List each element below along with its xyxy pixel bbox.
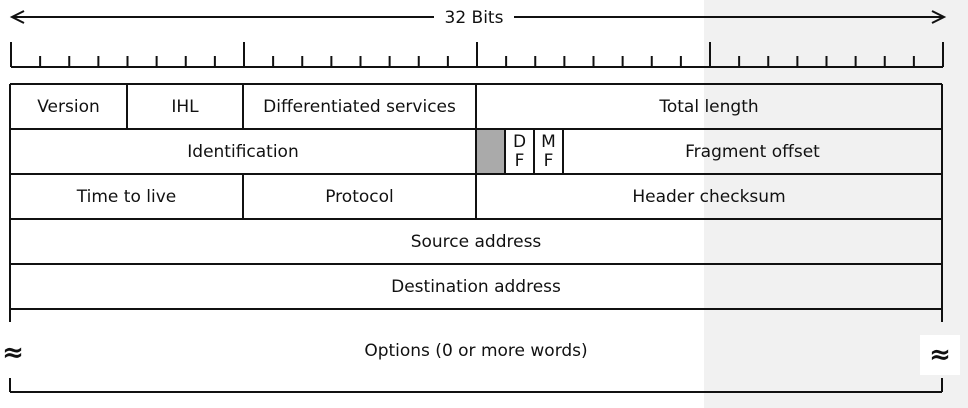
bits-arrow-left-head xyxy=(9,10,25,24)
field-options: Options (0 or more words) xyxy=(364,340,588,361)
field-differentiated-services: Differentiated services xyxy=(263,96,456,117)
bits-arrow-right-head xyxy=(931,10,947,24)
df-flag-top-letter: D xyxy=(512,131,527,152)
reserved-bit xyxy=(477,130,504,173)
mf-flag-bottom-letter: F xyxy=(543,150,554,171)
field-destination-address: Destination address xyxy=(391,276,561,297)
field-df-flag: D F xyxy=(505,129,534,174)
field-protocol: Protocol xyxy=(325,186,394,207)
field-identification: Identification xyxy=(187,141,299,162)
field-total-length: Total length xyxy=(659,96,759,117)
df-flag-bottom-letter: F xyxy=(514,150,525,171)
field-mf-flag: M F xyxy=(534,129,563,174)
field-version: Version xyxy=(37,96,100,117)
field-source-address: Source address xyxy=(410,231,542,252)
field-fragment-offset: Fragment offset xyxy=(685,141,820,162)
bit-ruler-ticks xyxy=(10,42,944,67)
mf-flag-top-letter: M xyxy=(541,131,556,152)
field-time-to-live: Time to live xyxy=(76,186,177,207)
left-break-symbol: ≈ xyxy=(0,335,26,371)
field-header-checksum: Header checksum xyxy=(632,186,786,207)
header-grid xyxy=(9,83,943,393)
field-ihl: IHL xyxy=(171,96,199,117)
right-break-symbol: ≈ xyxy=(920,335,960,375)
bits-label: 32 Bits xyxy=(434,6,514,30)
